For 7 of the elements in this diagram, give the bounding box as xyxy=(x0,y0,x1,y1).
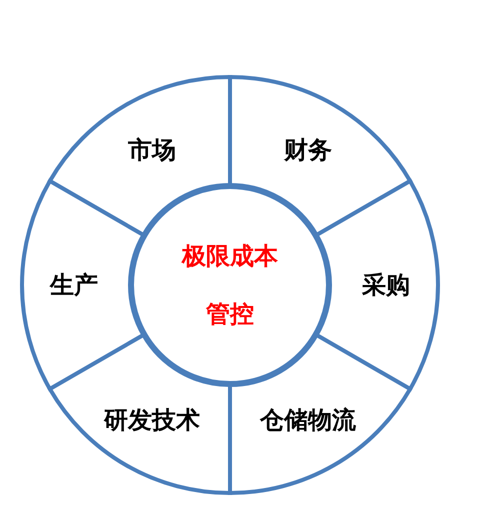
center-text: 极限成本管控 xyxy=(180,241,279,330)
segment-label: 仓储物流 xyxy=(260,404,356,436)
segment-label: 生产 xyxy=(50,269,98,301)
segment-label: 研发技术 xyxy=(104,404,200,436)
segment-label: 财务 xyxy=(284,134,332,166)
segment-label: 市场 xyxy=(128,134,176,166)
segment-label: 采购 xyxy=(362,269,410,301)
